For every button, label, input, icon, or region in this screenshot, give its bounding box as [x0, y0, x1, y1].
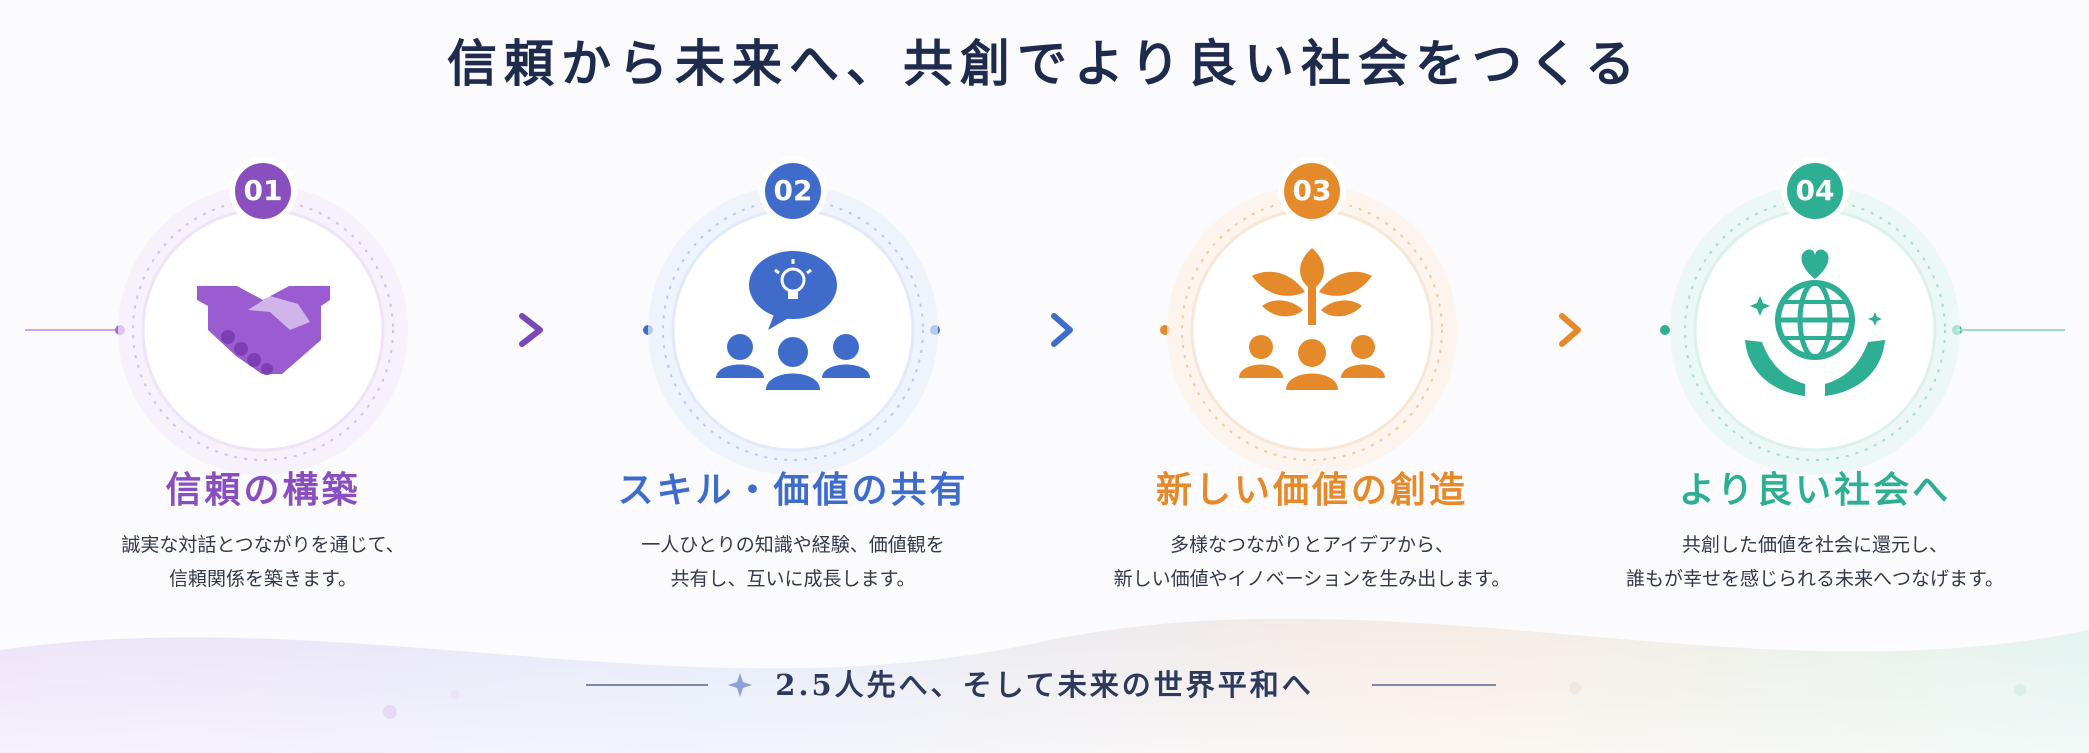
step-description-line: 新しい価値やイノベーションを生み出します。	[1113, 568, 1511, 590]
step-description-line: 多様なつながりとアイデアから、	[1169, 534, 1455, 556]
step-number-3: 03	[1292, 174, 1332, 207]
step-title-3: 新しい価値の創造	[1155, 469, 1468, 511]
step-description-line: 信頼関係を築きます。	[168, 568, 358, 590]
step-title-1: 信頼の構築	[165, 469, 361, 511]
step-node-2	[648, 157, 938, 475]
growing-plant-people-icon	[1239, 248, 1385, 390]
step-description-line: 誠実な対話とつながりを通じて、	[121, 534, 405, 556]
step-description-line: 共有し、互いに成長します。	[670, 568, 916, 590]
step-description-3: 多様なつながりとアイデアから、 新しい価値やイノベーションを生み出します。	[1032, 528, 1592, 598]
step-node-4	[1670, 157, 1960, 475]
footer-slogan: 2.5人先へ、そして未来の世界平和へ	[775, 668, 1314, 702]
globe-in-hands-icon	[1745, 249, 1885, 396]
step-description-1: 誠実な対話とつながりを通じて、 信頼関係を築きます。	[0, 528, 543, 598]
idea-sharing-people-icon	[716, 251, 870, 390]
step-description-line: 一人ひとりの知識や経験、価値観を	[641, 534, 945, 556]
step-description-4: 共創した価値を社会に還元し、 誰もが幸せを感じられる未来へつなげます。	[1535, 528, 2089, 598]
step-title-2: スキル・価値の共有	[617, 469, 969, 511]
step-node-3	[1167, 157, 1457, 475]
handshake-icon	[197, 286, 330, 375]
page-title: 信頼から未来へ、共創でより良い社会をつくる	[447, 34, 1642, 93]
step-title-4: より良い社会へ	[1678, 469, 1952, 511]
step-number-4: 04	[1795, 174, 1835, 207]
step-description-2: 一人ひとりの知識や経験、価値観を 共有し、互いに成長します。	[513, 528, 1073, 598]
sparkle-icon	[728, 673, 752, 697]
step-node-1	[118, 157, 408, 475]
step-number-2: 02	[773, 174, 813, 207]
step-description-line: 誰もが幸せを感じられる未来へつなげます。	[1625, 568, 2005, 590]
step-description-line: 共創した価値を社会に還元し、	[1681, 534, 1948, 556]
step-number-1: 01	[243, 174, 283, 207]
